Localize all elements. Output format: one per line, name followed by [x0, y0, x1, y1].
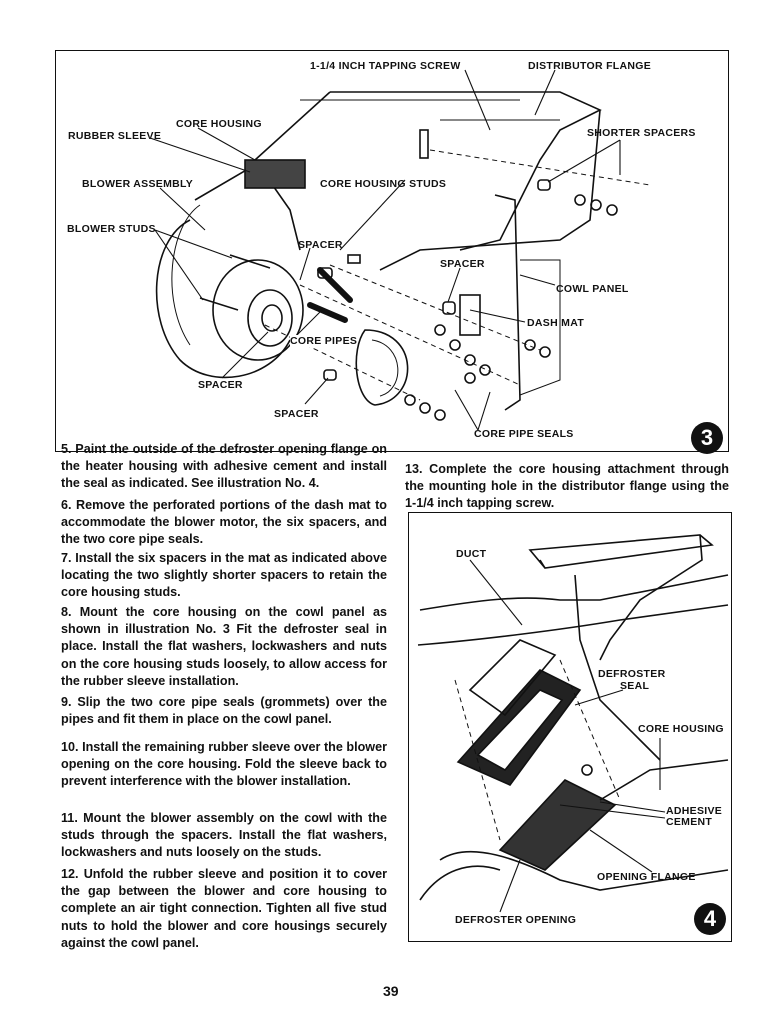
label-rubber-sleeve: RUBBER SLEEVE	[68, 130, 162, 142]
step-9: 9. Slip the two core pipe seals (grommet…	[61, 695, 387, 727]
step-12: 12. Unfold the rubber sleeve and positio…	[61, 867, 387, 950]
label-cowl-panel: COWL PANEL	[556, 283, 629, 295]
step-11: 11. Mount the blower assembly on the cow…	[61, 811, 387, 860]
step-10: 10. Install the remaining rubber sleeve …	[61, 740, 387, 789]
step-7: 7. Install the six spacers in the mat as…	[61, 551, 387, 600]
label-spacer-top: SPACER	[298, 239, 343, 251]
label-defroster-seal-2: SEAL	[620, 680, 650, 692]
label-core-housing: CORE HOUSING	[176, 118, 262, 130]
label-spacer-bottom: SPACER	[274, 408, 319, 420]
label-core-housing-studs: CORE HOUSING STUDS	[320, 178, 447, 190]
page-number: 39	[383, 983, 399, 999]
label-adhesive-1: ADHESIVE	[666, 805, 723, 817]
step-13: 13. Complete the core housing attachment…	[405, 462, 729, 511]
figure-3-badge: 3	[691, 422, 723, 454]
label-distributor-flange: DISTRIBUTOR FLANGE	[528, 60, 652, 72]
label-defroster-opening: DEFROSTER OPENING	[455, 914, 577, 926]
step-5: 5. Paint the outside of the defroster op…	[61, 442, 387, 491]
label-adhesive-2: CEMENT	[666, 816, 713, 828]
label-tapping-screw: 1-1/4 INCH TAPPING SCREW	[310, 60, 461, 72]
step-8: 8. Mount the core housing on the cowl pa…	[61, 605, 387, 688]
figure-4-badge: 4	[694, 903, 726, 935]
label-core-housing-fig4: CORE HOUSING	[638, 723, 724, 735]
label-dash-mat: DASH MAT	[527, 317, 585, 329]
figure-3-frame	[55, 50, 729, 452]
label-spacer-mid: SPACER	[440, 258, 485, 270]
label-opening-flange: OPENING FLANGE	[597, 871, 696, 883]
step-6: 6. Remove the perforated portions of the…	[61, 498, 387, 547]
label-spacer-left: SPACER	[198, 379, 243, 391]
label-core-pipe-seals: CORE PIPE SEALS	[474, 428, 574, 440]
label-shorter-spacers: SHORTER SPACERS	[587, 127, 696, 139]
label-core-pipes: CORE PIPES	[290, 335, 358, 347]
label-blower-studs: BLOWER STUDS	[67, 223, 156, 235]
label-duct: DUCT	[456, 548, 487, 560]
label-blower-assembly: BLOWER ASSEMBLY	[82, 178, 194, 190]
label-defroster-seal-1: DEFROSTER	[598, 668, 666, 680]
